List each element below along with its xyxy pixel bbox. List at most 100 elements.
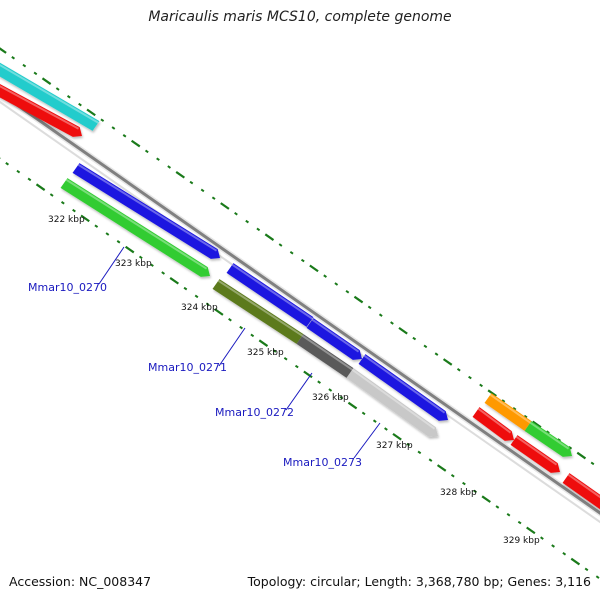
- outer-minor-tick: [189, 180, 194, 185]
- gene-label-mmar10-0271[interactable]: Mmar10_0271: [148, 361, 227, 374]
- inner-minor-tick: [94, 224, 99, 228]
- outer-minor-tick: [479, 383, 483, 388]
- inner-minor-tick: [495, 505, 500, 509]
- inner-minor-tick: [517, 520, 522, 525]
- inner-minor-tick: [161, 271, 166, 275]
- inner-minor-tick: [205, 302, 210, 306]
- inner-minor-tick: [428, 458, 433, 462]
- gene-red-top-highlight: [0, 85, 80, 130]
- outer-major-tick: [220, 202, 230, 210]
- inner-minor-tick: [339, 396, 344, 400]
- gene-mmar10-0271[interactable]: [212, 279, 304, 344]
- inner-major-tick: [570, 557, 581, 566]
- outer-minor-tick: [278, 243, 283, 247]
- gene-blue-4-highlight: [363, 354, 446, 414]
- gene-blue-2-highlight: [231, 263, 313, 320]
- tick-label-326: 326 kbp: [312, 393, 349, 403]
- outer-minor-tick: [468, 375, 472, 380]
- inner-minor-tick: [272, 349, 277, 353]
- outer-minor-tick: [167, 165, 172, 169]
- gene-red-right-1[interactable]: [472, 407, 514, 441]
- outer-minor-tick: [256, 227, 261, 232]
- inner-minor-tick: [584, 567, 589, 572]
- gene-blue-1[interactable]: [72, 163, 220, 259]
- outer-major-tick: [487, 389, 497, 397]
- gene-blue-3[interactable]: [306, 318, 362, 360]
- inner-major-tick: [526, 526, 536, 535]
- inner-minor-tick: [283, 357, 288, 361]
- inner-minor-tick: [361, 411, 366, 416]
- inner-minor-tick: [138, 255, 143, 260]
- outer-minor-tick: [334, 282, 339, 286]
- inner-minor-tick: [562, 552, 567, 556]
- inner-minor-tick: [183, 286, 188, 291]
- gene-red-top[interactable]: [0, 75, 82, 137]
- outer-minor-tick: [66, 95, 71, 99]
- gene-blue-2[interactable]: [226, 263, 314, 327]
- outer-minor-tick: [33, 71, 38, 76]
- gene-orange-highlight: [489, 393, 531, 424]
- tick-label-323: 323 kbp: [115, 259, 152, 269]
- outer-minor-tick: [590, 461, 595, 466]
- outer-tick-track: [0, 47, 595, 466]
- outer-minor-tick: [122, 134, 127, 138]
- gene-label-mmar10-0272[interactable]: Mmar10_0272: [215, 406, 294, 419]
- outer-major-tick: [264, 233, 275, 241]
- gene-green-right[interactable]: [524, 421, 572, 457]
- outer-major-tick: [532, 420, 542, 429]
- inner-minor-tick: [506, 513, 511, 517]
- outer-minor-tick: [512, 407, 517, 411]
- outer-major-tick: [398, 326, 408, 335]
- inner-minor-tick: [116, 240, 121, 244]
- gene-mmar10-0270-highlight: [65, 178, 208, 270]
- inner-minor-tick: [540, 536, 544, 540]
- inner-major-tick: [35, 183, 46, 191]
- outer-minor-tick: [523, 414, 528, 419]
- gene-mmar10-0271-highlight: [217, 279, 303, 337]
- outer-minor-tick: [546, 430, 550, 434]
- inner-minor-tick: [384, 427, 388, 431]
- gene-mmar10-0272[interactable]: [296, 334, 354, 378]
- gene-red-right-3-highlight: [567, 473, 600, 499]
- outer-minor-tick: [434, 352, 439, 356]
- inner-minor-tick: [294, 364, 299, 369]
- outer-major-tick: [175, 171, 185, 179]
- gene-mmar10-0273[interactable]: [346, 368, 438, 437]
- inner-major-tick: [347, 401, 358, 410]
- inner-minor-tick: [105, 232, 110, 236]
- outer-minor-tick: [390, 321, 394, 325]
- outer-minor-tick: [412, 336, 417, 341]
- gene-cyan-top[interactable]: [0, 53, 100, 131]
- outer-minor-tick: [234, 212, 238, 216]
- gene-mmar10-0270[interactable]: [60, 178, 210, 277]
- tick-label-325: 325 kbp: [247, 348, 284, 358]
- gene-label-mmar10-0270[interactable]: Mmar10_0270: [28, 281, 107, 294]
- inner-minor-tick: [462, 481, 466, 486]
- inner-major-tick: [169, 277, 179, 285]
- inner-minor-tick: [49, 193, 54, 197]
- gene-label-mmar10-0273[interactable]: Mmar10_0273: [283, 456, 362, 469]
- inner-major-tick: [80, 214, 90, 223]
- gene-blue-4[interactable]: [358, 354, 448, 421]
- inner-major-tick: [392, 432, 402, 441]
- inner-minor-tick: [5, 162, 10, 166]
- inner-minor-tick: [27, 177, 32, 182]
- gene-red-right-3[interactable]: [562, 473, 600, 521]
- outer-major-tick: [353, 295, 364, 304]
- outer-minor-tick: [456, 368, 461, 372]
- gene-cyan-top-highlight: [0, 63, 99, 124]
- inner-major-tick: [124, 245, 135, 254]
- gene-red-right-2[interactable]: [510, 435, 560, 473]
- outer-major-tick: [309, 264, 319, 273]
- inner-major-tick: [214, 308, 224, 316]
- inner-minor-tick: [72, 208, 76, 213]
- gene-orange[interactable]: [484, 393, 532, 431]
- outer-major-tick: [86, 108, 96, 117]
- inner-major-tick: [303, 370, 313, 379]
- outer-minor-tick: [78, 102, 82, 107]
- inner-minor-tick: [60, 201, 65, 205]
- gene-blue-1-highlight: [77, 163, 218, 252]
- inner-minor-tick: [595, 575, 600, 579]
- inner-minor-tick: [372, 419, 377, 423]
